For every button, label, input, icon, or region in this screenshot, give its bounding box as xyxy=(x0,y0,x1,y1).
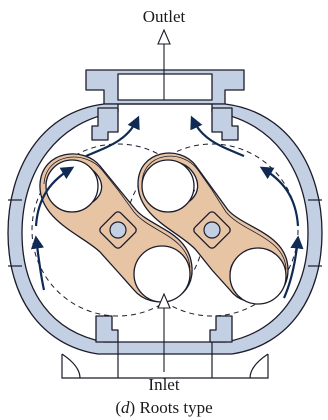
outlet-arrow xyxy=(158,30,170,100)
caption-suffix: ) Roots type xyxy=(130,398,213,417)
lower-right-boss xyxy=(210,316,232,342)
outlet-flange xyxy=(86,70,244,104)
right-lobe-upper-eye xyxy=(142,160,194,212)
caption: (d) Roots type xyxy=(115,398,212,417)
inlet-label: Inlet xyxy=(148,375,179,394)
outlet-label: Outlet xyxy=(143,7,186,26)
lower-left-boss xyxy=(96,316,118,342)
right-shaft xyxy=(204,222,220,238)
inlet-arrow xyxy=(158,294,170,372)
flow-arrow-right-upper xyxy=(262,168,298,226)
left-lobe-lower-eye xyxy=(134,246,190,302)
left-lobe-upper-eye xyxy=(46,160,98,212)
flow-arrow-left-lower xyxy=(36,238,44,290)
left-shaft xyxy=(110,222,126,238)
right-lobe-lower-eye xyxy=(230,248,286,304)
